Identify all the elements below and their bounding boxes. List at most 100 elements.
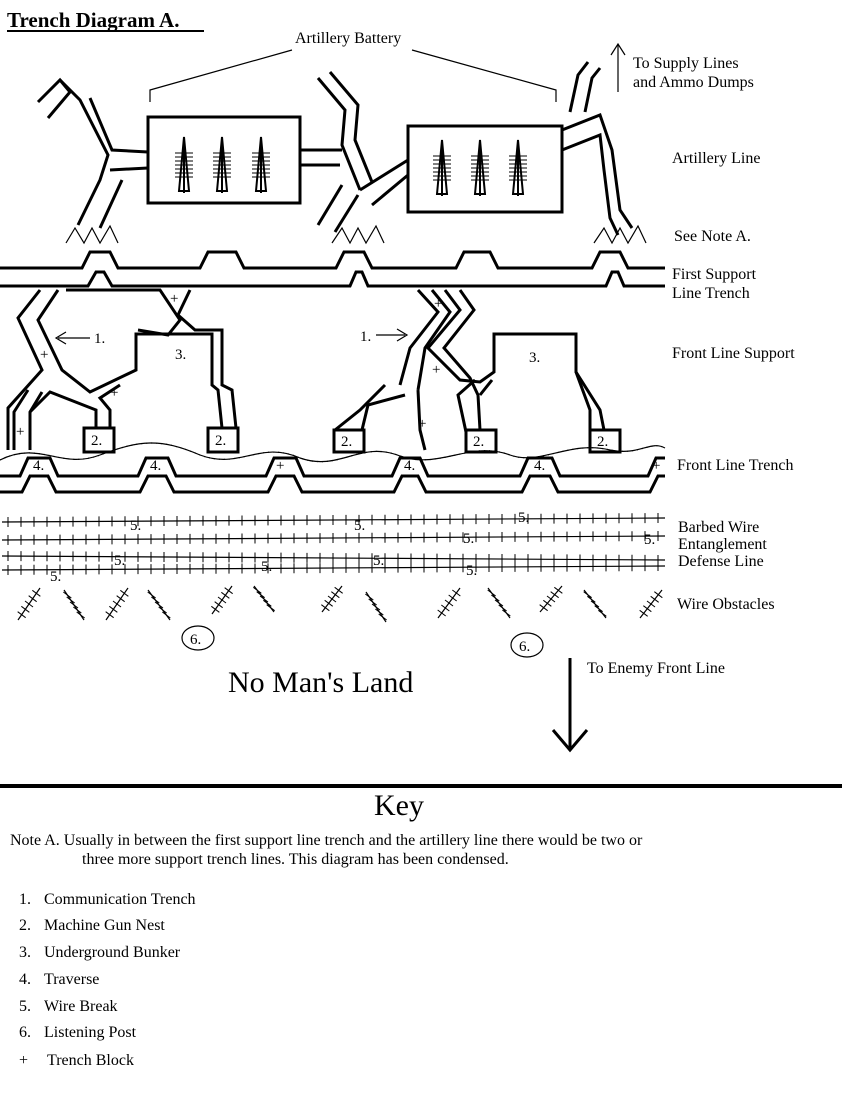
key-item-marker: 1. xyxy=(19,891,31,908)
key-item-marker: 3. xyxy=(19,944,31,961)
comm-arrow-right-icon xyxy=(376,328,409,342)
front-line-support-label: Front Line Support xyxy=(672,345,795,362)
diagram-title: Trench Diagram A. xyxy=(7,8,179,32)
wire-obstacle xyxy=(63,589,85,621)
mg-marker: 2. xyxy=(91,433,102,449)
wire-break-marker: 5. xyxy=(114,553,125,569)
mg-marker: 2. xyxy=(473,434,484,450)
listening-post-left: 6. xyxy=(181,625,215,651)
bunker-marker-left: 3. xyxy=(175,347,186,363)
wire-break-marker: 5. xyxy=(463,531,474,547)
block-marker: + xyxy=(432,362,440,378)
key-item-label: Listening Post xyxy=(44,1024,137,1041)
block-marker: + xyxy=(40,347,48,363)
block-marker: + xyxy=(276,458,284,474)
key-title: Key xyxy=(374,789,424,822)
mg-marker: 2. xyxy=(215,433,226,449)
artillery-pit-right xyxy=(406,124,564,214)
first-support-trench xyxy=(0,250,665,288)
key-item-label: Wire Break xyxy=(44,998,118,1015)
key-item-marker: 2. xyxy=(19,917,31,934)
wire-obstacle xyxy=(487,587,511,619)
diagram-markers: 1. 1. 3. 3. 2. 2. 2. 2. 2. 4. 4. 4. 4. +… xyxy=(16,291,660,585)
block-marker: + xyxy=(16,424,24,440)
wire-break-marker: 5. xyxy=(130,518,141,534)
wire-obstacle xyxy=(17,587,41,621)
wire-obstacle xyxy=(253,585,275,613)
mg-marker: 2. xyxy=(597,434,608,450)
artillery-gun-icon xyxy=(433,139,451,196)
wire-obstacle xyxy=(365,591,387,623)
wire-obstacle xyxy=(583,589,607,619)
artillery-battery-bracket xyxy=(149,49,557,102)
wire-obstacles-label: Wire Obstacles xyxy=(677,596,775,613)
wire-obstacle xyxy=(639,589,663,619)
listening-post-marker: 6. xyxy=(519,639,530,655)
artillery-battery-label: Artillery Battery xyxy=(295,30,401,47)
artillery-gun-icons xyxy=(175,136,527,196)
wire-break-marker: 5. xyxy=(354,518,365,534)
note-line-2: three more support trench lines. This di… xyxy=(82,851,509,868)
traverse-marker: 4. xyxy=(534,458,545,474)
no-mans-land-label: No Man's Land xyxy=(228,666,413,699)
barbed-wire-label-2: Entanglement xyxy=(678,536,767,553)
front-line-trench xyxy=(0,456,665,494)
listening-post-marker: 6. xyxy=(190,632,201,648)
key-item-label: Underground Bunker xyxy=(44,944,181,961)
key-item-label: Machine Gun Nest xyxy=(44,917,165,934)
wire-break-marker: 5. xyxy=(373,553,384,569)
barbed-wire-label-1: Barbed Wire xyxy=(678,519,759,536)
artillery-line-label: Artillery Line xyxy=(672,150,760,167)
key-item-marker: + xyxy=(19,1052,28,1069)
block-marker: + xyxy=(170,291,178,307)
first-support-label-1: First Support xyxy=(672,266,757,283)
barbed-wire-lines xyxy=(1,513,666,575)
traverse-marker: 4. xyxy=(150,458,161,474)
wire-break-marker: 5. xyxy=(518,510,529,526)
barbed-wire-label-3: Defense Line xyxy=(678,553,764,570)
key-item-marker: 6. xyxy=(19,1024,31,1041)
key-list: 1. Communication Trench 2. Machine Gun N… xyxy=(19,891,196,1069)
comm-marker-right: 1. xyxy=(360,329,371,345)
wire-break-marker: 5. xyxy=(50,569,61,585)
barbed-wire-row xyxy=(1,513,666,527)
barbed-wire-row xyxy=(1,551,666,565)
artillery-gun-icon xyxy=(213,136,231,193)
artillery-gun-icon xyxy=(252,136,270,193)
first-support-label-2: Line Trench xyxy=(672,285,750,302)
comm-marker-left: 1. xyxy=(94,331,105,347)
supply-label-1: To Supply Lines xyxy=(633,55,739,72)
traverse-marker: 4. xyxy=(404,458,415,474)
block-marker: + xyxy=(418,416,426,432)
key-item-label: Communication Trench xyxy=(44,891,196,908)
barbed-wire-row xyxy=(1,561,666,575)
see-note-label: See Note A. xyxy=(674,228,751,245)
wire-break-marker: 5. xyxy=(466,563,477,579)
artillery-gun-icon xyxy=(509,139,527,196)
enemy-arrow-icon xyxy=(551,658,589,753)
wire-obstacle xyxy=(539,585,563,613)
listening-post-right: 6. xyxy=(510,632,544,658)
supply-arrow-icon xyxy=(610,42,626,92)
wire-obstacle xyxy=(321,585,343,613)
artillery-gun-icon xyxy=(471,139,489,196)
traverse-marker: 4. xyxy=(33,458,44,474)
wire-obstacle xyxy=(147,589,171,621)
bunker-marker-right: 3. xyxy=(529,350,540,366)
block-marker: + xyxy=(110,385,118,401)
note-a-zigzags xyxy=(65,224,647,245)
block-marker: + xyxy=(434,296,442,312)
key-item-marker: 4. xyxy=(19,971,31,988)
front-trench-wire xyxy=(0,442,666,463)
front-line-trench-label: Front Line Trench xyxy=(677,457,793,474)
wire-obstacle xyxy=(105,587,129,621)
wire-obstacle xyxy=(211,585,233,615)
mg-marker: 2. xyxy=(341,434,352,450)
key-item-marker: 5. xyxy=(19,998,31,1015)
key-item-label: Traverse xyxy=(44,971,99,988)
wire-obstacles xyxy=(17,585,663,623)
wire-obstacle xyxy=(437,587,461,619)
note-line-1: Note A. Usually in between the first sup… xyxy=(10,832,643,849)
artillery-gun-icon xyxy=(175,136,193,193)
